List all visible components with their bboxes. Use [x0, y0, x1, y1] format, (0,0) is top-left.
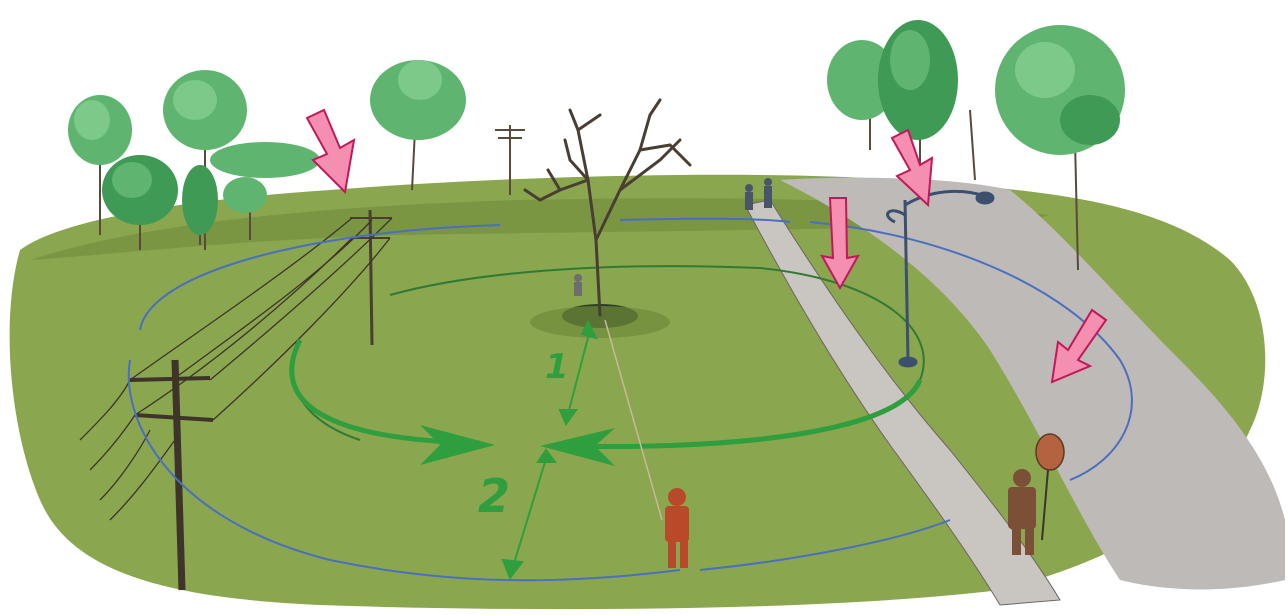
- step-label-2: 2: [478, 469, 510, 523]
- pink-arrow-icon: [307, 110, 354, 192]
- step-label-1: 1: [545, 347, 569, 387]
- person-icon: [764, 178, 772, 208]
- tree-icon: [970, 110, 975, 180]
- tree-icon: [370, 60, 466, 190]
- tree-icon: [210, 142, 320, 178]
- tree-icon: [878, 20, 958, 175]
- person-icon: [574, 274, 582, 296]
- person-icon: [745, 184, 753, 210]
